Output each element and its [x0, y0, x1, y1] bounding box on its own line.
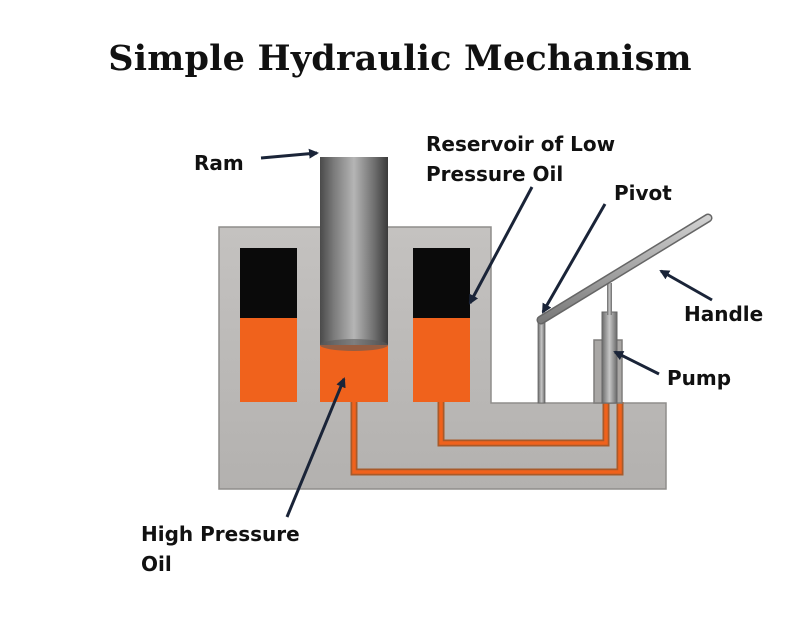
- pump-handle: [536, 213, 713, 325]
- pivot-post: [537, 317, 546, 404]
- pivot-label: Pivot: [614, 181, 672, 205]
- high-pressure-chamber: [320, 345, 388, 402]
- diagram-title: Simple Hydraulic Mechanism: [108, 38, 692, 79]
- handle-label: Handle: [684, 302, 763, 326]
- reservoir-label-line-1: Reservoir of Low: [426, 132, 615, 156]
- pump-label: Pump: [667, 366, 731, 390]
- oil-channels: [350, 402, 624, 476]
- right-reservoir-chamber: [413, 248, 470, 402]
- left-reservoir-chamber: [240, 248, 297, 402]
- label-arrows: [260, 148, 713, 518]
- high-pressure-label-line-2: Oil: [141, 552, 172, 576]
- pump-housing: [593, 283, 623, 404]
- ram-cylinder: [320, 157, 388, 351]
- pump-arrow: [613, 350, 660, 376]
- reservoir-arrow: [468, 186, 534, 305]
- reservoir-label-line-2: Pressure Oil: [426, 162, 563, 186]
- high-pressure-arrow: [285, 377, 346, 518]
- handle-arrow: [659, 269, 713, 302]
- pivot-arrow: [541, 203, 607, 314]
- ram-arrow: [260, 148, 319, 160]
- high-pressure-label-line-1: High Pressure: [141, 522, 300, 546]
- ram-label: Ram: [194, 151, 244, 175]
